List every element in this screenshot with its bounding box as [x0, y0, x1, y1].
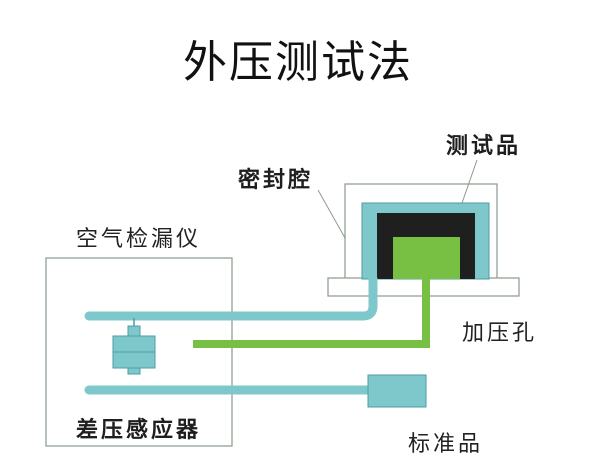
teal-pipe-top: [84, 274, 378, 321]
leader-sealed-cavity: [317, 189, 346, 239]
reference-block: [367, 374, 427, 408]
label-leak-detector: 空气检漏仪: [76, 227, 202, 252]
diagram-title: 外压测试法: [183, 37, 413, 88]
label-sealed-cavity: 密封腔: [238, 168, 314, 193]
label-test-part: 测试品: [446, 134, 522, 159]
sensor-foot: [127, 367, 141, 375]
sensor-connector: [127, 325, 141, 337]
leader-test-part: [461, 159, 478, 204]
green-pressure-line: [193, 279, 430, 348]
leak-detector-box: [45, 257, 233, 447]
label-pressure-hole: 加压孔: [462, 321, 538, 346]
label-reference: 标准品: [408, 432, 484, 457]
label-dp-sensor: 差压感应器: [76, 418, 202, 443]
test-part-interior: [393, 237, 460, 279]
